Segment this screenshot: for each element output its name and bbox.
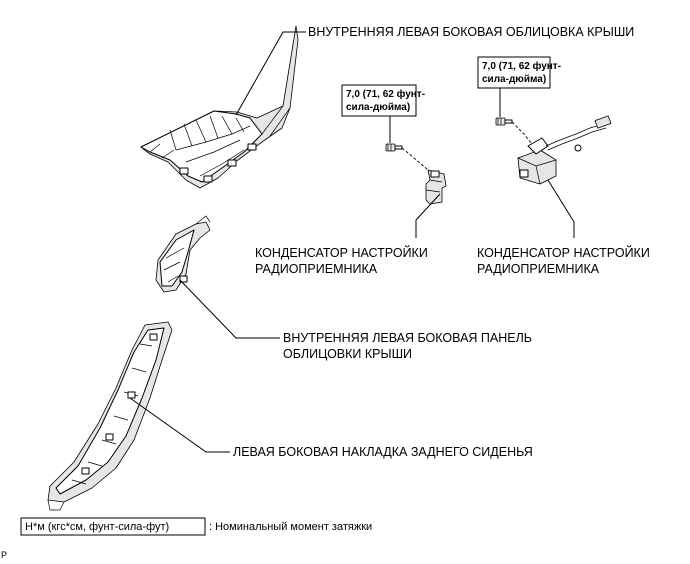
torque-legend-units: Н*м (кгс*см, фунт-сила-фут)	[25, 521, 169, 533]
roof-side-garnish-part	[140, 25, 299, 189]
rear-seat-side-garnish-part	[47, 321, 173, 511]
screw-right-dashed-line	[511, 121, 533, 145]
roof-side-panel-part	[155, 215, 211, 293]
roof-side-garnish-leader	[235, 31, 306, 116]
torque-left-line1: 7,0 (71, 62 фунт-	[346, 88, 425, 100]
roof-side-panel-label-line1: ВНУТРЕННЯЯ ЛЕВАЯ БОКОВАЯ ПАНЕЛЬ	[283, 331, 532, 345]
condenser-right-label-line2: РАДИОПРИЕМНИКА	[477, 262, 600, 276]
torque-right-line2: сила-дюйма)	[482, 74, 546, 85]
torque-left-line2: сила-дюйма)	[346, 102, 410, 113]
roof-side-panel-leader	[179, 279, 280, 339]
condenser-right-label-line1: КОНДЕНСАТОР НАСТРОЙКИ	[477, 245, 650, 260]
roof-side-panel-label-line2: ОБЛИЦОВКИ КРЫШИ	[283, 347, 412, 361]
torque-legend-description: : Номинальный момент затяжки	[209, 521, 372, 533]
rear-seat-side-garnish-leader	[129, 397, 230, 453]
torque-legend: Н*м (кгс*см, фунт-сила-фут) : Номинальны…	[20, 517, 372, 536]
torque-box-left: 7,0 (71, 62 фунт- сила-дюйма)	[341, 84, 425, 117]
screw-left-dashed-line	[401, 147, 429, 171]
screw-right	[495, 117, 513, 126]
condenser-right-leader	[547, 179, 575, 238]
roof-side-garnish-label: ВНУТРЕННЯЯ ЛЕВАЯ БОКОВАЯ ОБЛИЦОВКА КРЫШИ	[308, 25, 634, 39]
condenser-left-label-line2: РАДИОПРИЕМНИКА	[255, 262, 378, 276]
screw-left	[385, 143, 403, 152]
rear-seat-side-garnish-label: ЛЕВАЯ БОКОВАЯ НАКЛАДКА ЗАДНЕГО СИДЕНЬЯ	[233, 445, 533, 459]
condenser-left-part	[425, 169, 447, 205]
torque-box-right: 7,0 (71, 62 фунт- сила-дюйма)	[477, 56, 561, 89]
torque-legend-units-box	[20, 517, 206, 536]
figure-code: P	[1, 550, 7, 560]
condenser-left-leader	[415, 193, 441, 238]
condenser-left-label-line1: КОНДЕНСАТОР НАСТРОЙКИ	[255, 245, 428, 260]
torque-right-line1: 7,0 (71, 62 фунт-	[482, 60, 561, 72]
condenser-right-part	[517, 115, 612, 185]
